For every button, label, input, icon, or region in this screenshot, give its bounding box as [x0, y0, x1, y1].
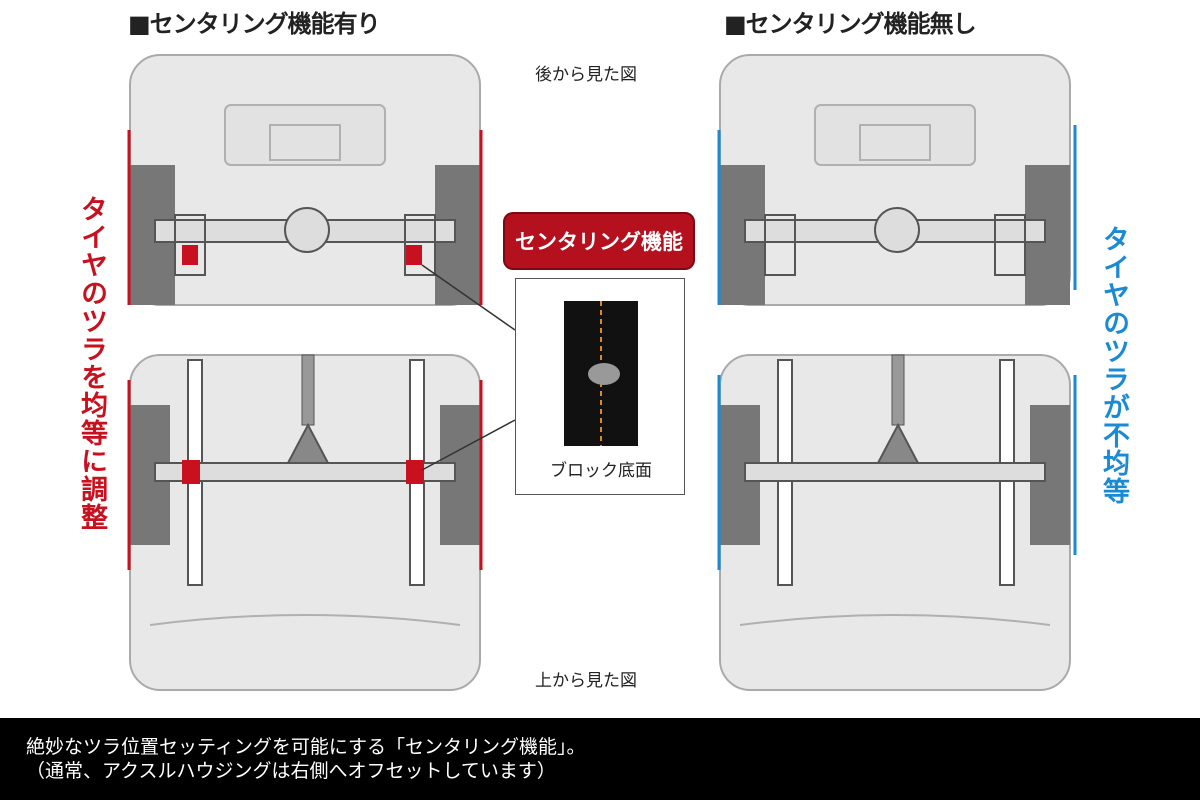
right-rear-view [719, 54, 1071, 306]
right-tire-lines [717, 125, 1077, 570]
footer-line-1: 絶妙なツラ位置セッティングを可能にする「センタリング機能」。 [26, 736, 586, 758]
centering-blocks [182, 245, 424, 484]
right-panel-title: ■センタリング機能無し [724, 10, 977, 38]
left-top-view [129, 354, 481, 691]
block-bottom-inset: ブロック底面 [515, 278, 685, 495]
footer-line-2: （通常、アクスルハウジングは右側へオフセットしています） [26, 760, 556, 782]
left-side-text: タイヤのツラを均等に調整 [76, 195, 107, 531]
axle-diagrams [127, 54, 1077, 691]
left-tire-lines [127, 130, 483, 570]
rear-view-label: 後から見た図 [535, 65, 637, 85]
inset-caption: ブロック底面 [550, 461, 652, 481]
callout-lines [421, 264, 516, 471]
top-view-label: 上から見た図 [535, 671, 637, 691]
footer-caption: 絶妙なツラ位置セッティングを可能にする「センタリング機能」。 （通常、アクスルハ… [0, 718, 1200, 800]
left-rear-view [129, 54, 481, 306]
centering-badge: センタリング機能 [503, 212, 695, 270]
right-top-view [719, 354, 1071, 691]
block-bottom-illustration [564, 301, 638, 446]
right-side-text: タイヤのツラが不均等 [1098, 225, 1129, 505]
left-panel-title: ■センタリング機能有り [128, 10, 381, 38]
